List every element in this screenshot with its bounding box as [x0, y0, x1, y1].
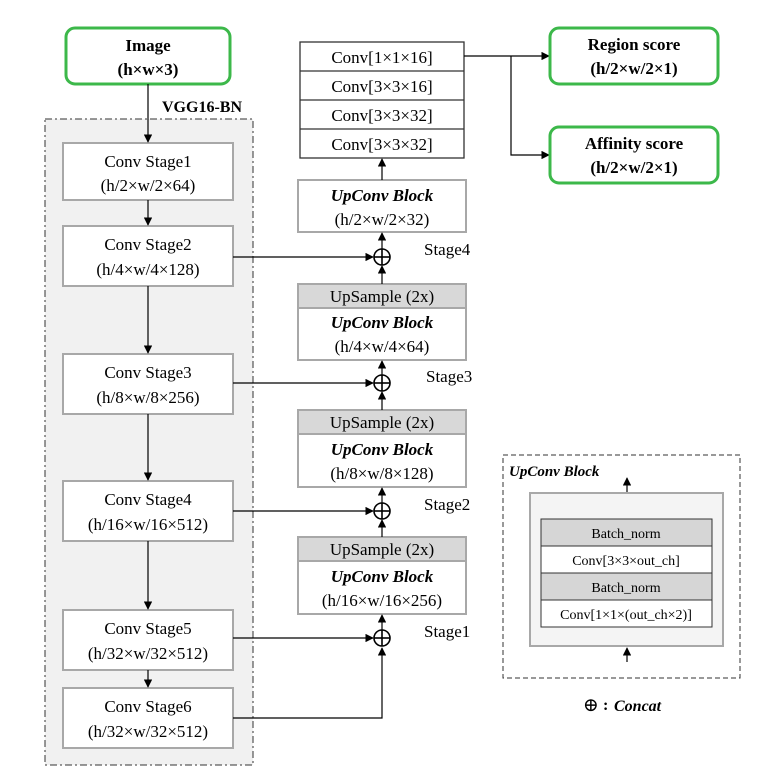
upconv-1-name: UpConv Block [331, 313, 434, 332]
stage-label-1: Stage1 [424, 622, 470, 641]
stage-label-3: Stage3 [426, 367, 472, 386]
concat-node-stage4 [373, 248, 391, 266]
upconv-1-dims: (h/4×w/4×64) [335, 337, 430, 356]
upconv-block-top: UpConv Block (h/2×w/2×32) [297, 179, 467, 233]
concat-legend-separator: : [603, 697, 608, 714]
conv-layer-2: Conv[3×3×16] [331, 77, 432, 96]
legend-layer-1: Batch_norm [591, 527, 660, 542]
conv-stage-6: Conv Stage6 (h/32×w/32×512) [62, 687, 234, 749]
conv-stage-1: Conv Stage1 (h/2×w/2×64) [62, 142, 234, 201]
concat-node-stage1 [373, 629, 391, 647]
conv-layer-1: Conv[1×1×16] [331, 48, 432, 67]
conv-stage-4-name: Conv Stage4 [104, 490, 192, 509]
upconv-2-dims: (h/8×w/8×128) [330, 464, 433, 483]
conv-stage-3: Conv Stage3 (h/8×w/8×256) [62, 353, 234, 415]
upconv-top-dims: (h/2×w/2×32) [335, 210, 430, 229]
conv-stage-5: Conv Stage5 (h/32×w/32×512) [62, 609, 234, 671]
legend-layer-4: Conv[1×1×(out_ch×2)] [560, 608, 692, 623]
concat-node-stage2 [373, 502, 391, 520]
conv-stage-2-name: Conv Stage2 [104, 235, 191, 254]
upconv-legend-title: UpConv Block [509, 464, 600, 480]
upconv-3-name: UpConv Block [331, 567, 434, 586]
conv-stage-4-dims: (h/16×w/16×512) [88, 515, 208, 534]
backbone-label: VGG16-BN [162, 99, 242, 116]
conv-stack: Conv[1×1×16] Conv[3×3×16] Conv[3×3×32] C… [299, 41, 465, 159]
upsample-block-1: UpSample (2x) UpConv Block (h/4×w/4×64) [297, 283, 467, 361]
output-arrows [464, 51, 550, 160]
input-dims: (h×w×3) [118, 60, 179, 79]
conv-stage-1-name: Conv Stage1 [104, 152, 191, 171]
upconv-3-dims: (h/16×w/16×256) [322, 591, 442, 610]
affinity-score-dims: (h/2×w/2×1) [590, 158, 677, 177]
upsample-block-2: UpSample (2x) UpConv Block (h/8×w/8×128) [297, 409, 467, 488]
conv-stage-6-name: Conv Stage6 [104, 697, 191, 716]
concat-legend-symbol: ⊕ [583, 695, 599, 716]
concat-legend-label: Concat [614, 698, 662, 715]
concat-legend: ⊕ : Concat [583, 695, 662, 716]
upsample-2-label: UpSample (2x) [330, 413, 434, 432]
region-score-box: Region score (h/2×w/2×1) [548, 26, 720, 86]
conv-stage-5-dims: (h/32×w/32×512) [88, 644, 208, 663]
upsample-3-label: UpSample (2x) [330, 540, 434, 559]
concat-node-stage3 [373, 374, 391, 392]
upconv-legend: UpConv Block Batch_norm Conv[3×3×out_ch]… [502, 454, 741, 679]
input-title: Image [125, 36, 171, 55]
conv-stage-1-dims: (h/2×w/2×64) [101, 176, 196, 195]
region-score-dims: (h/2×w/2×1) [590, 59, 677, 78]
legend-layer-3: Batch_norm [591, 581, 660, 596]
conv-layer-4: Conv[3×3×32] [331, 135, 432, 154]
affinity-score-box: Affinity score (h/2×w/2×1) [548, 125, 720, 185]
conv-stage-6-dims: (h/32×w/32×512) [88, 722, 208, 741]
upsample-block-3: UpSample (2x) UpConv Block (h/16×w/16×25… [297, 536, 467, 615]
conv-layer-3: Conv[3×3×32] [331, 106, 432, 125]
region-score-title: Region score [588, 35, 681, 54]
conv-stage-2: Conv Stage2 (h/4×w/4×128) [62, 225, 234, 287]
upconv-2-name: UpConv Block [331, 440, 434, 459]
conv-stage-4: Conv Stage4 (h/16×w/16×512) [62, 480, 234, 542]
affinity-score-title: Affinity score [585, 134, 684, 153]
legend-layer-2: Conv[3×3×out_ch] [572, 554, 680, 569]
conv-stage-5-name: Conv Stage5 [104, 619, 191, 638]
stage-label-4: Stage4 [424, 240, 471, 259]
upconv-top-name: UpConv Block [331, 186, 434, 205]
conv-stage-3-name: Conv Stage3 [104, 363, 191, 382]
stage-label-2: Stage2 [424, 495, 470, 514]
conv-stage-2-dims: (h/4×w/4×128) [96, 260, 199, 279]
input-image-box: Image (h×w×3) [64, 26, 232, 86]
upsample-1-label: UpSample (2x) [330, 287, 434, 306]
skip-connections [233, 252, 387, 719]
conv-stage-3-dims: (h/8×w/8×256) [96, 388, 199, 407]
